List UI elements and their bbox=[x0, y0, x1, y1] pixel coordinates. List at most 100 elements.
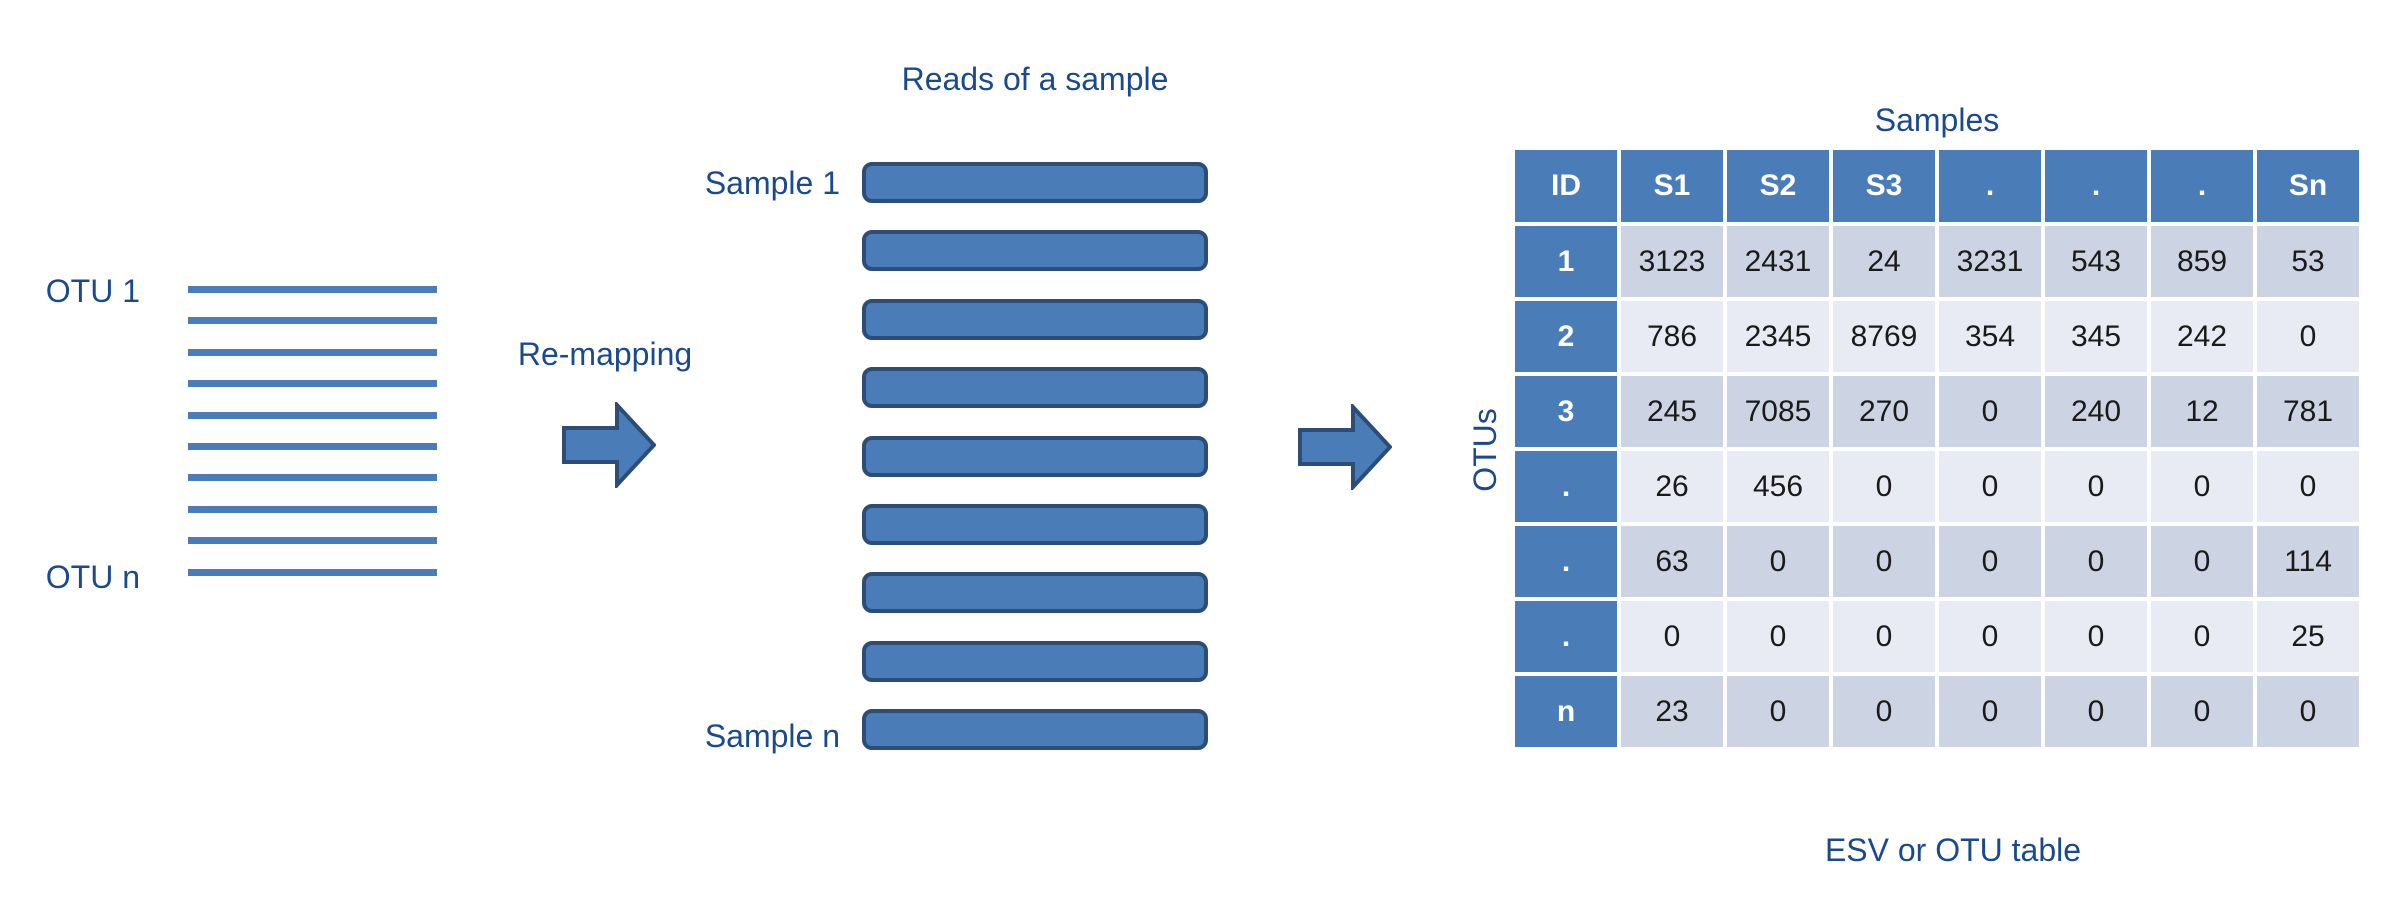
table-cell: 53 bbox=[2257, 226, 2359, 297]
otu-first-label: OTU 1 bbox=[45, 273, 140, 309]
table-cell: 245 bbox=[1621, 376, 1723, 447]
sample-reads-bar bbox=[862, 230, 1208, 272]
sample-reads-bar bbox=[862, 504, 1208, 545]
sample-reads-bar bbox=[862, 640, 1208, 682]
table-cell: 0 bbox=[2151, 526, 2253, 597]
table-cell: 240 bbox=[2045, 376, 2147, 447]
otu-reference-line bbox=[188, 286, 437, 293]
column-header-sn: Sn bbox=[2257, 150, 2359, 222]
table-cell: 0 bbox=[2257, 676, 2359, 747]
sample-reads-bar bbox=[862, 298, 1208, 340]
row-header: . bbox=[1515, 601, 1617, 672]
table-cell: 0 bbox=[1939, 676, 2041, 747]
otu-last-label: OTU n bbox=[45, 559, 140, 595]
otu-reference-line bbox=[188, 317, 437, 325]
table-cell: 0 bbox=[2151, 451, 2253, 522]
otu-reference-line bbox=[188, 348, 437, 356]
otu-reference-line bbox=[188, 505, 437, 513]
table-cell: 0 bbox=[1727, 676, 1829, 747]
table-cell: 0 bbox=[2045, 601, 2147, 672]
table-cell: 456 bbox=[1727, 451, 1829, 522]
otu-reference-line bbox=[188, 537, 437, 545]
otu-reference-line bbox=[188, 411, 437, 419]
row-header: . bbox=[1515, 451, 1617, 522]
table-cell: 0 bbox=[2045, 676, 2147, 747]
table-cell: 8769 bbox=[1833, 301, 1935, 372]
table-cell: 242 bbox=[2151, 301, 2253, 372]
table-cell: 0 bbox=[1621, 601, 1723, 672]
table-cell: 25 bbox=[2257, 601, 2359, 672]
column-header-id: ID bbox=[1515, 150, 1617, 222]
otus-axis-label: OTUs bbox=[1467, 408, 1503, 492]
otu-reference-line bbox=[188, 380, 437, 388]
table-cell: 0 bbox=[2151, 601, 2253, 672]
column-header-dot: . bbox=[2045, 150, 2147, 222]
table-cell: 23 bbox=[1621, 676, 1723, 747]
samples-title: Samples bbox=[1874, 102, 2000, 138]
table-cell: 0 bbox=[2151, 676, 2253, 747]
table-cell: 0 bbox=[1833, 676, 1935, 747]
row-header: n bbox=[1515, 676, 1617, 747]
table-cell: 0 bbox=[1833, 526, 1935, 597]
table-cell: 7085 bbox=[1727, 376, 1829, 447]
otu-reference-line bbox=[188, 568, 437, 576]
table-cell: 543 bbox=[2045, 226, 2147, 297]
sample-reads-bar bbox=[862, 572, 1208, 614]
remapping-arrow-right-icon bbox=[562, 402, 656, 488]
table-cell: 0 bbox=[1939, 526, 2041, 597]
table-cell: 2345 bbox=[1727, 301, 1829, 372]
table-cell: 3231 bbox=[1939, 226, 2041, 297]
table-cell: 2431 bbox=[1727, 226, 1829, 297]
table-cell: 0 bbox=[1939, 451, 2041, 522]
sample-read-bars bbox=[862, 162, 1208, 752]
column-header-s3: S3 bbox=[1833, 150, 1935, 222]
table-cell: 270 bbox=[1833, 376, 1935, 447]
row-header: 2 bbox=[1515, 301, 1617, 372]
table-cell: 354 bbox=[1939, 301, 2041, 372]
sample-reads-bar bbox=[862, 709, 1208, 751]
to-table-arrow-right-icon bbox=[1298, 404, 1392, 490]
table-cell: 114 bbox=[2257, 526, 2359, 597]
table-cell: 786 bbox=[1621, 301, 1723, 372]
table-cell: 859 bbox=[2151, 226, 2253, 297]
table-cell: 0 bbox=[1727, 526, 1829, 597]
table-cell: 0 bbox=[2257, 451, 2359, 522]
row-header: . bbox=[1515, 526, 1617, 597]
sample-last-label: Sample n bbox=[704, 718, 840, 754]
row-header: 3 bbox=[1515, 376, 1617, 447]
otu-reference-line bbox=[188, 474, 437, 482]
otu-reference-lines bbox=[188, 286, 437, 586]
sample-reads-bar bbox=[862, 162, 1208, 203]
table-cell: 0 bbox=[2257, 301, 2359, 372]
table-cell: 0 bbox=[1833, 601, 1935, 672]
sample-first-label: Sample 1 bbox=[704, 165, 840, 201]
table-cell: 26 bbox=[1621, 451, 1723, 522]
table-cell: 781 bbox=[2257, 376, 2359, 447]
table-cell: 63 bbox=[1621, 526, 1723, 597]
sample-reads-bar bbox=[862, 367, 1208, 409]
table-cell: 24 bbox=[1833, 226, 1935, 297]
row-header: 1 bbox=[1515, 226, 1617, 297]
otu-reference-line bbox=[188, 443, 437, 450]
table-cell: 0 bbox=[1833, 451, 1935, 522]
column-header-dot: . bbox=[2151, 150, 2253, 222]
table-caption: ESV or OTU table bbox=[1824, 832, 2082, 868]
table-cell: 0 bbox=[1939, 601, 2041, 672]
table-cell: 3123 bbox=[1621, 226, 1723, 297]
column-header-s1: S1 bbox=[1621, 150, 1723, 222]
table-cell: 0 bbox=[2045, 451, 2147, 522]
remapping-label: Re-mapping bbox=[517, 336, 693, 372]
table-cell: 12 bbox=[2151, 376, 2253, 447]
table-cell: 0 bbox=[1727, 601, 1829, 672]
table-cell: 0 bbox=[1939, 376, 2041, 447]
